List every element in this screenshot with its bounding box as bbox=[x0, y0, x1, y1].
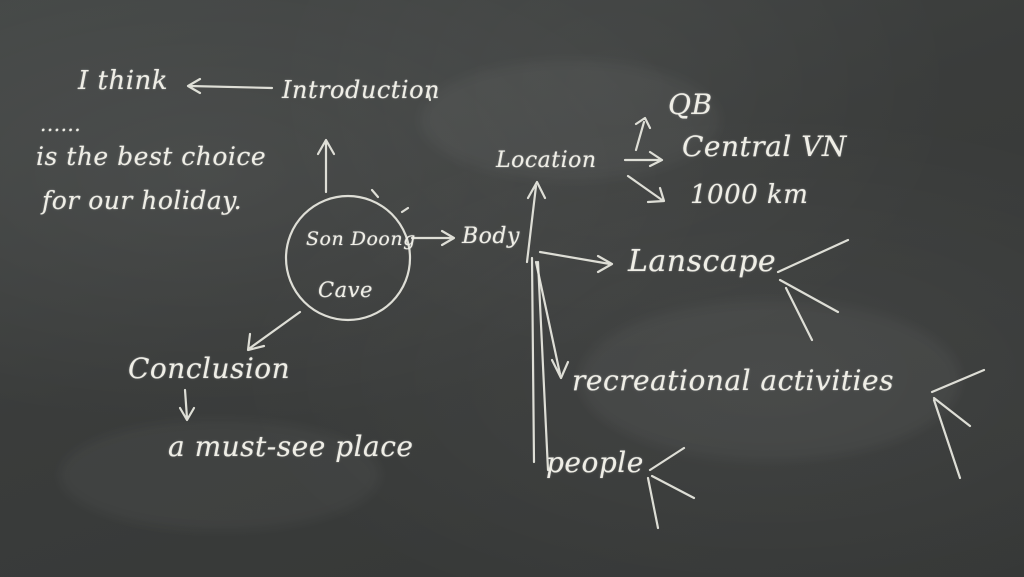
arrow-to-central-vn bbox=[623, 116, 664, 168]
line-to-people bbox=[530, 256, 536, 464]
landscape-lines bbox=[776, 238, 850, 342]
arrow-to-location bbox=[525, 180, 547, 264]
dots-label: ...... bbox=[40, 112, 82, 136]
introduction-label: Introduction bbox=[282, 76, 440, 104]
distance-label: 1000 km bbox=[690, 180, 809, 210]
landscape-label: Lanscape bbox=[628, 244, 777, 279]
chalk-smudge bbox=[60, 420, 380, 530]
arrow-to-must-see bbox=[178, 388, 196, 422]
location-label: Location bbox=[496, 148, 597, 173]
chalk-smudge bbox=[580, 300, 960, 460]
arrow-to-introduction bbox=[316, 138, 336, 194]
body-label: Body bbox=[462, 224, 520, 249]
intro-tick bbox=[426, 90, 432, 102]
people-label: people bbox=[546, 446, 644, 479]
central-vn-label: Central VN bbox=[682, 130, 847, 163]
recreational-lines bbox=[930, 368, 986, 480]
chalk-smudge bbox=[420, 60, 720, 180]
center-circle bbox=[284, 194, 412, 322]
qb-label: QB bbox=[668, 88, 713, 121]
i-think-label: I think bbox=[78, 66, 169, 96]
arrow-to-recreational bbox=[534, 260, 570, 380]
circle-tick bbox=[400, 206, 410, 214]
arrow-to-body bbox=[410, 229, 456, 247]
people-lines bbox=[646, 446, 696, 530]
arrow-to-i-think bbox=[186, 77, 274, 95]
circle-tick bbox=[370, 188, 380, 199]
arrow-to-landscape bbox=[538, 250, 614, 274]
best-choice-line-1: is the best choice bbox=[36, 142, 267, 171]
arrow-to-conclusion bbox=[246, 310, 302, 352]
center-label-line-1: Son Doong bbox=[306, 228, 416, 250]
best-choice-line-2: for our holiday. bbox=[42, 186, 243, 215]
center-label-line-2: Cave bbox=[318, 278, 373, 302]
conclusion-label: Conclusion bbox=[128, 352, 291, 385]
arrow-to-people bbox=[536, 260, 550, 472]
recreational-activities-label: recreational activities bbox=[572, 364, 894, 397]
arrow-to-distance bbox=[626, 174, 666, 204]
must-see-label: a must-see place bbox=[168, 430, 414, 463]
